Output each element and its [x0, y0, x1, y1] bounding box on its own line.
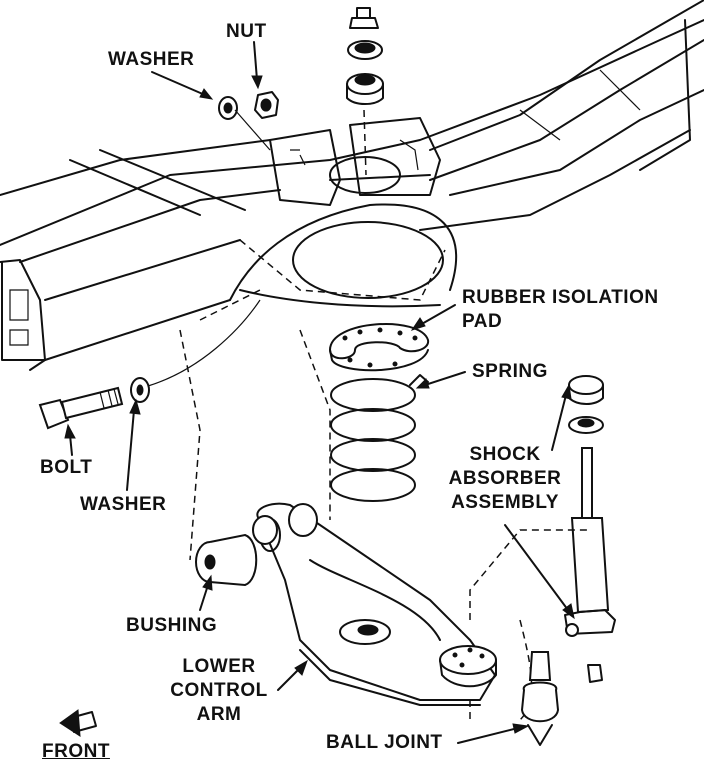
top-washer-nut — [218, 91, 279, 151]
cross-member — [419, 0, 704, 231]
shock-line1: SHOCK — [469, 444, 541, 465]
shock-line2: ABSORBER — [448, 468, 562, 489]
rubber-pad-line1: RUBBER ISOLATION — [462, 287, 659, 308]
bolt-label: BOLT — [40, 457, 93, 478]
frame-rail — [0, 19, 704, 371]
lower-arm-line1: LOWER — [182, 656, 256, 677]
spring-label: SPRING — [472, 361, 548, 382]
ball-joint-label: BALL JOINT — [326, 732, 443, 753]
spring-seat-bracket — [179, 117, 458, 561]
lower-arm-line2: CONTROL — [170, 680, 268, 701]
washer-top-label: WASHER — [108, 49, 195, 70]
lower-control-arm-label: LOWER CONTROL ARM — [164, 655, 274, 727]
upper-shock-hardware — [346, 7, 384, 176]
bolt-washer — [38, 299, 261, 430]
bushing — [195, 518, 281, 587]
arrow-left-down-icon — [59, 709, 97, 737]
rubber-pad-line2: PAD — [462, 311, 503, 332]
front-label: FRONT — [42, 741, 110, 762]
rubber-isolation-pad — [328, 323, 430, 372]
lower-control-arm — [252, 502, 590, 721]
lower-arm-line3: ARM — [196, 704, 242, 725]
shock-line3: ASSEMBLY — [451, 492, 559, 513]
nut-label: NUT — [226, 21, 267, 42]
bushing-label: BUSHING — [126, 615, 218, 636]
rubber-isolation-pad-label: RUBBER ISOLATION PAD — [462, 286, 659, 334]
shock-absorber-assembly — [564, 375, 616, 683]
coil-spring — [330, 374, 429, 502]
washer-bottom-label: WASHER — [80, 494, 167, 515]
ball-joint — [520, 651, 560, 746]
shock-absorber-label: SHOCK ABSORBER ASSEMBLY — [440, 443, 570, 515]
leader-arrows — [64, 41, 575, 744]
